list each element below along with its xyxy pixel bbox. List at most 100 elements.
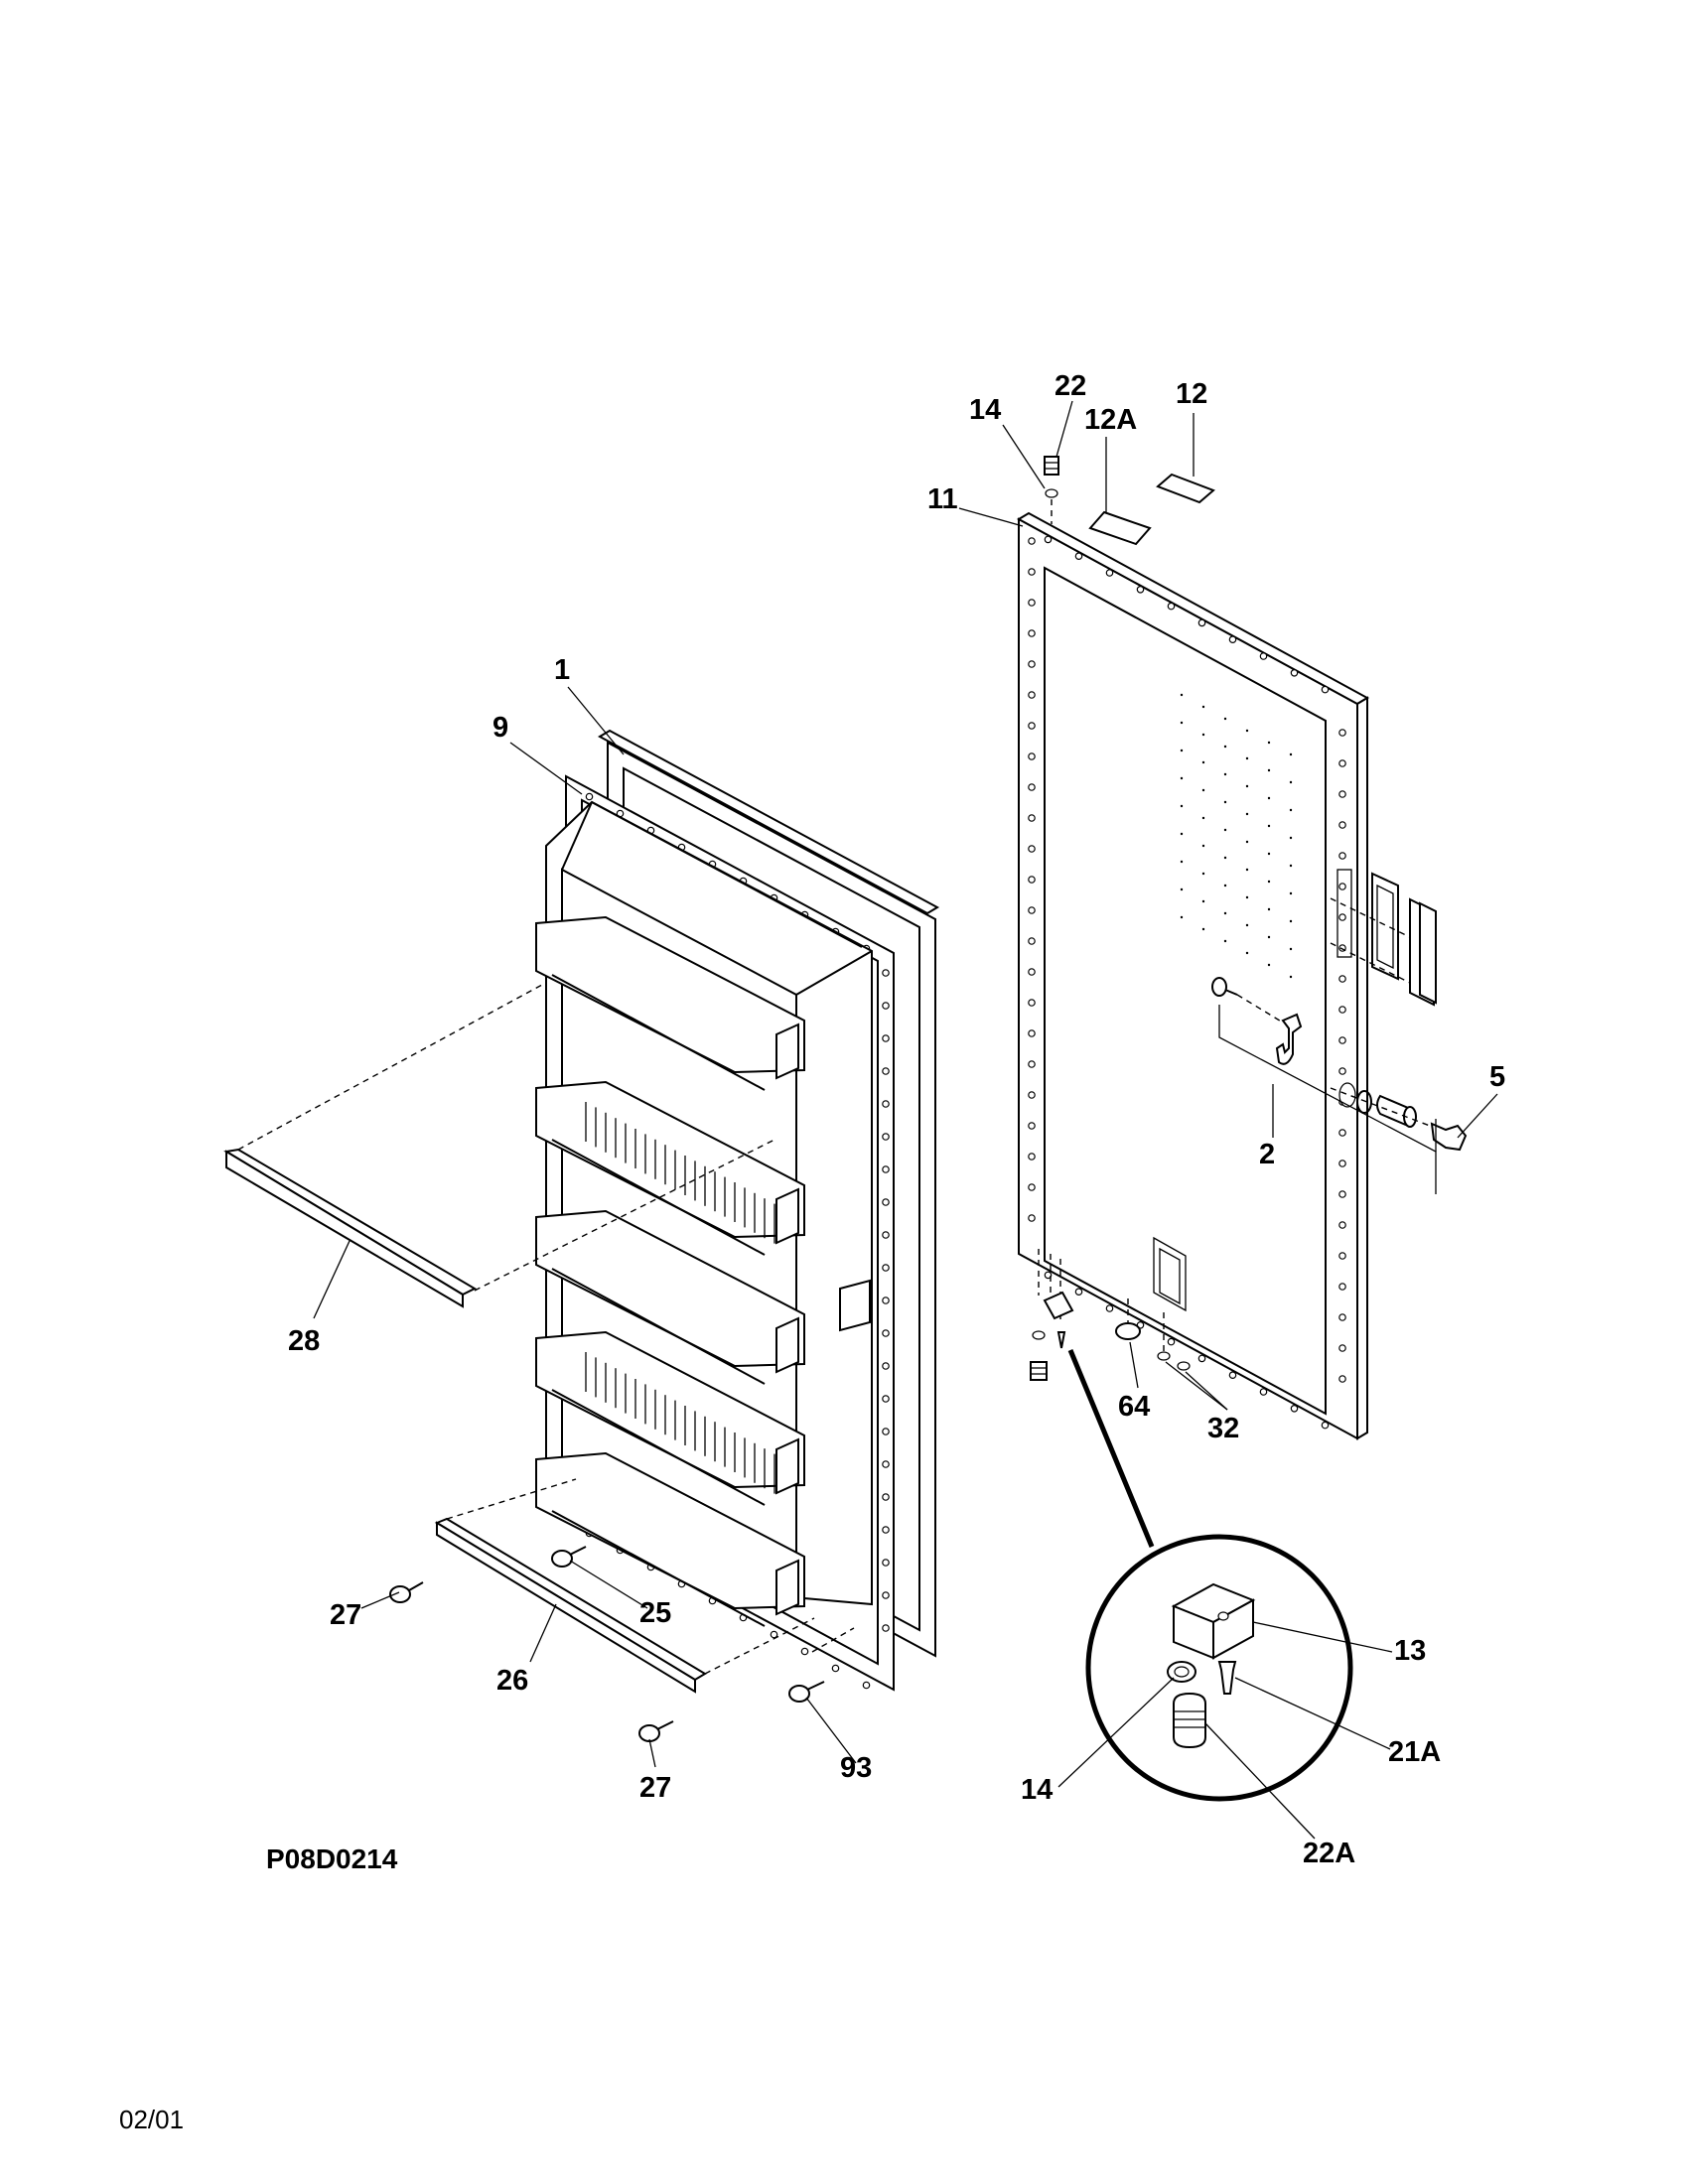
liner-hole (882, 1198, 890, 1206)
callout-5: 5 (1489, 1061, 1505, 1093)
panel-hole (1028, 660, 1036, 668)
liner-hole (831, 1664, 840, 1673)
panel-hole (1105, 569, 1114, 577)
door-shelf (535, 1451, 805, 1610)
panel-hole (1321, 685, 1330, 694)
panel-hole (1028, 999, 1036, 1007)
shelf-edge (551, 1389, 766, 1506)
panel-dot (1267, 935, 1271, 939)
drawing-code: P08D0214 (266, 1843, 398, 1874)
panel-dot (1223, 884, 1227, 887)
panel-hole (1167, 602, 1176, 611)
panel-dot (1223, 828, 1227, 832)
panel-dot (1180, 887, 1184, 891)
page-date: 02/01 (119, 2105, 185, 2134)
shelf-edge (551, 1268, 766, 1385)
panel-hole (1259, 652, 1268, 660)
door-shelf (535, 1080, 805, 1239)
panel-dot (1267, 796, 1271, 800)
panel-hole (1028, 968, 1036, 976)
panel-dot (1180, 721, 1184, 725)
panel-hole (1028, 876, 1036, 884)
panel-dot (1245, 729, 1249, 733)
handle-assembly (1330, 872, 1437, 1007)
panel-hole (1338, 729, 1346, 737)
panel-hole (1338, 1313, 1346, 1321)
panel-dot (1245, 923, 1249, 927)
panel-dot (1289, 780, 1293, 784)
panel-hole (1338, 1067, 1346, 1075)
liner-hole (882, 1165, 890, 1173)
liner-hole (882, 1526, 890, 1534)
panel-hole (1228, 635, 1237, 644)
panel-hole (1028, 568, 1036, 576)
panel-hole (1338, 975, 1346, 983)
panel-hole (1338, 1344, 1346, 1352)
panel-hole (1338, 1375, 1346, 1383)
panel-hole (1197, 618, 1206, 627)
leader-lines (313, 400, 1498, 1840)
shelf-edge (551, 1139, 766, 1256)
panel-hole (1338, 883, 1346, 890)
panel-dot (1201, 844, 1205, 848)
panel-dot (1267, 880, 1271, 884)
hinge-hardware (1030, 1249, 1191, 1381)
panel-dot (1201, 927, 1205, 931)
panel-hole (1074, 1288, 1083, 1297)
panel-hole (1197, 1354, 1206, 1363)
panel-hole (1028, 1060, 1036, 1068)
panel-dot (1245, 756, 1249, 760)
panel-hole (1228, 1371, 1237, 1380)
panel-hole (1105, 1304, 1114, 1312)
panel-dot (1289, 891, 1293, 895)
panel-hole (1290, 1405, 1299, 1413)
shelf-bar-28 (223, 984, 775, 1308)
panel-dot (1180, 776, 1184, 780)
panel-hole (1028, 937, 1036, 945)
panel-hole (1338, 1190, 1346, 1198)
panel-dot (1245, 951, 1249, 955)
panel-dot (1223, 800, 1227, 804)
panel-hole (1136, 585, 1145, 594)
callout-27-bottom: 27 (639, 1772, 671, 1804)
panel-hole (1321, 1421, 1330, 1430)
panel-hole (1028, 906, 1036, 914)
panel-dot (1223, 772, 1227, 776)
liner-hole (585, 792, 594, 801)
panel-hole (1338, 1036, 1346, 1044)
panel-dot (1180, 693, 1184, 697)
liner-hole (882, 1362, 890, 1370)
panel-hole (1028, 629, 1036, 637)
shelf-edge (551, 974, 766, 1091)
panel-dot (1289, 947, 1293, 951)
panel-dot (1201, 788, 1205, 792)
panel-hole (1290, 668, 1299, 677)
panel-hole (1167, 1337, 1176, 1346)
panel-dot (1245, 784, 1249, 788)
panel-hole (1028, 537, 1036, 545)
panel-hole (1028, 722, 1036, 730)
liner-hole (882, 1264, 890, 1272)
panel-hole (1338, 1006, 1346, 1014)
panel-hole (1028, 691, 1036, 699)
panel-dot (1289, 836, 1293, 840)
panel-dot (1267, 768, 1271, 772)
panel-hole (1074, 552, 1083, 561)
panel-hole (1028, 814, 1036, 822)
fasteners (389, 1546, 825, 1742)
liner-hole (882, 1067, 890, 1075)
callout-22A: 22A (1303, 1838, 1355, 1869)
panel-dot (1289, 808, 1293, 812)
liner-hole (800, 1647, 809, 1656)
shelf-bar-26 (434, 1478, 855, 1694)
door-shelf (535, 1330, 805, 1489)
liner-hole (882, 1493, 890, 1501)
panel-dot (1223, 911, 1227, 915)
panel-hole (1028, 1122, 1036, 1130)
panel-hole (1338, 1221, 1346, 1229)
panel-hole (1028, 845, 1036, 853)
door-liner-assembly (535, 729, 940, 1692)
panel-hole (1338, 1129, 1346, 1137)
panel-dot (1223, 939, 1227, 943)
